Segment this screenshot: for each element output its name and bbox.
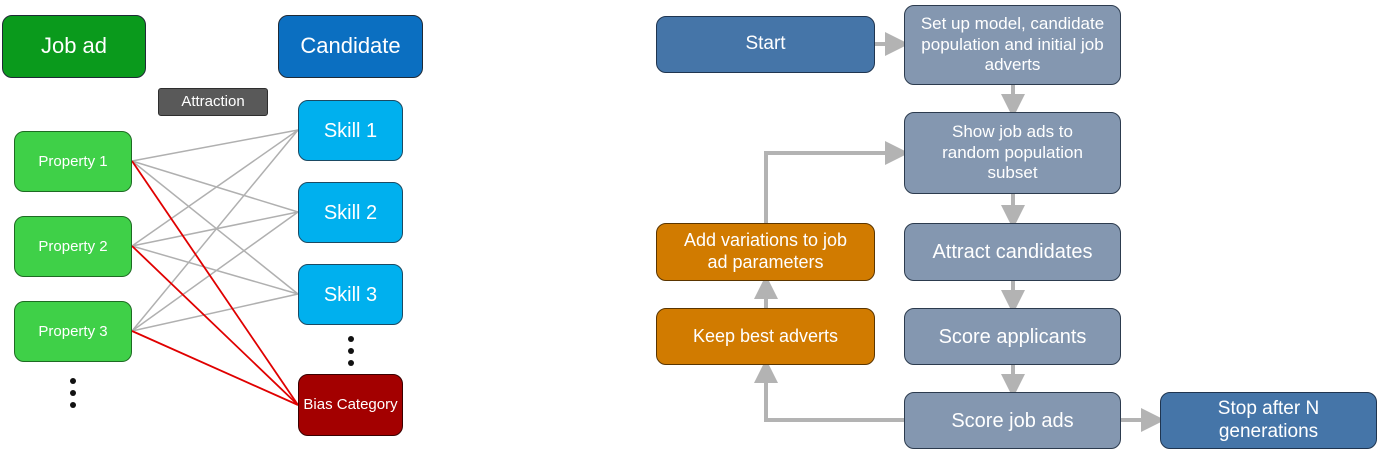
- link-property-2-skill-3: [131, 245, 299, 295]
- candidate-label: Candidate: [300, 33, 401, 59]
- link-property-3-skill-3: [131, 293, 299, 332]
- property-2-node: Property 2: [14, 216, 132, 277]
- skill-1-label: Skill 1: [323, 119, 378, 142]
- stop-node: Stop after N generations: [1160, 392, 1377, 449]
- bias-category-label: Bias Category: [303, 396, 398, 413]
- property-2-label: Property 2: [38, 237, 108, 255]
- skill-3-node: Skill 3: [298, 264, 403, 325]
- job-ad-label: Job ad: [40, 33, 108, 59]
- attract-label: Attract candidates: [932, 241, 1093, 263]
- variations-node: Add variations to job ad parameters: [656, 223, 875, 281]
- skill-1-node: Skill 1: [298, 100, 403, 161]
- link-property-1-bias: [131, 160, 299, 406]
- score-job-ads-node: Score job ads: [904, 392, 1121, 449]
- candidate-header: Candidate: [278, 15, 423, 78]
- attraction-links: [131, 129, 299, 406]
- attract-node: Attract candidates: [904, 223, 1121, 281]
- score-applicants-node: Score applicants: [904, 308, 1121, 365]
- variations-label: Add variations to job ad parameters: [683, 230, 848, 272]
- link-property-3-skill-2: [131, 211, 299, 332]
- link-property-1-skill-3: [131, 160, 299, 295]
- keep-best-node: Keep best adverts: [656, 308, 875, 365]
- property-3-label: Property 3: [38, 322, 108, 340]
- skill-2-label: Skill 2: [323, 201, 378, 224]
- link-property-1-skill-2: [131, 160, 299, 213]
- start-label: Start: [745, 33, 786, 55]
- job-ad-header: Job ad: [2, 15, 146, 78]
- skill-3-label: Skill 3: [323, 283, 378, 306]
- link-property-3-skill-1: [131, 129, 299, 332]
- keep-best-label: Keep best adverts: [692, 325, 839, 346]
- score-job-ads-label: Score job ads: [951, 409, 1074, 432]
- link-property-2-skill-2: [131, 211, 299, 247]
- link-property-2-skill-1: [131, 129, 299, 247]
- link-property-1-skill-1: [131, 129, 299, 162]
- flow-arrows: [754, 32, 1165, 432]
- link-property-3-bias: [131, 330, 299, 406]
- link-property-2-bias: [131, 245, 299, 406]
- score-applicants-label: Score applicants: [938, 325, 1087, 348]
- setup-node: Set up model, candidate population and i…: [904, 5, 1121, 85]
- setup-label: Set up model, candidate population and i…: [920, 14, 1105, 75]
- arrow-scoreads-keep: [754, 359, 904, 422]
- stop-label: Stop after N generations: [1217, 397, 1320, 442]
- property-1-node: Property 1: [14, 131, 132, 192]
- skill-2-node: Skill 2: [298, 182, 403, 243]
- arrow-variations-show: [764, 141, 909, 223]
- attraction-label: Attraction: [181, 93, 245, 110]
- property-ellipsis: [70, 378, 76, 408]
- show-ads-label: Show job ads to random population subset: [942, 122, 1083, 183]
- property-1-label: Property 1: [38, 152, 108, 170]
- skill-ellipsis: [348, 336, 354, 366]
- bias-category-node: Bias Category: [298, 374, 403, 436]
- show-ads-node: Show job ads to random population subset: [904, 112, 1121, 194]
- attraction-label-box: Attraction: [158, 88, 268, 116]
- property-3-node: Property 3: [14, 301, 132, 362]
- start-node: Start: [656, 16, 875, 73]
